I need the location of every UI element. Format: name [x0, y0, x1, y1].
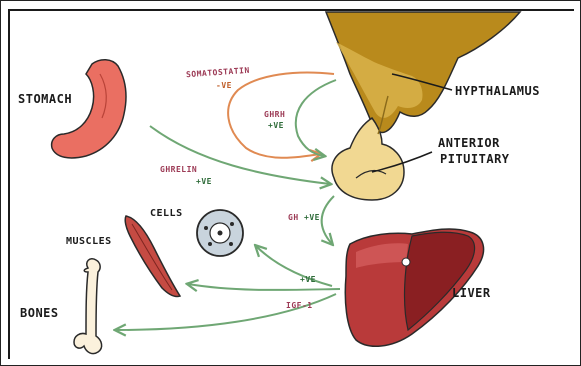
gh-label: GH — [288, 213, 299, 222]
anterior-pituitary-shape — [332, 118, 404, 200]
liver-hilum — [402, 258, 410, 266]
somatostatin-effect-label: -VE — [216, 81, 232, 90]
cell-dot — [204, 226, 208, 230]
igf1-label: IGF-1 — [286, 301, 313, 310]
muscles-label: MUSCLES — [66, 236, 112, 247]
cells-label: CELLS — [150, 208, 183, 219]
ghrh-label: GHRH — [264, 110, 285, 119]
liver-label: LIVER — [452, 286, 491, 300]
arrow-ghrh — [296, 80, 336, 156]
anterior-pituitary-label-line2: PITUITARY — [440, 152, 510, 166]
gh-effect-label: +VE — [304, 213, 320, 222]
muscle-shape — [125, 216, 180, 297]
arrow-gh — [322, 196, 334, 244]
cell-dot — [230, 222, 234, 226]
arrow-igf1-to-muscles — [188, 284, 340, 290]
muscle-fiber — [132, 224, 172, 290]
bone-shape — [74, 259, 102, 354]
cell-dot — [218, 231, 223, 236]
stomach-label: STOMACH — [18, 92, 72, 106]
arrow-igf1-to-cells — [256, 246, 332, 286]
arrow-ghrelin — [150, 126, 330, 184]
hypothalamus-label: HYPTHALAMUS — [455, 84, 540, 98]
cell-dot — [229, 242, 233, 246]
igf1-effect-label: +VE — [300, 275, 316, 284]
bones-label: BONES — [20, 306, 59, 320]
ghrelin-label: GHRELIN — [160, 165, 197, 174]
cell-dot — [208, 242, 212, 246]
stomach-shape — [52, 60, 126, 158]
anterior-pituitary-label-line1: ANTERIOR — [438, 136, 500, 150]
ghrh-effect-label: +VE — [268, 121, 284, 130]
arrow-igf1-to-bones — [116, 294, 336, 330]
ghrelin-effect-label: +VE — [196, 177, 212, 186]
